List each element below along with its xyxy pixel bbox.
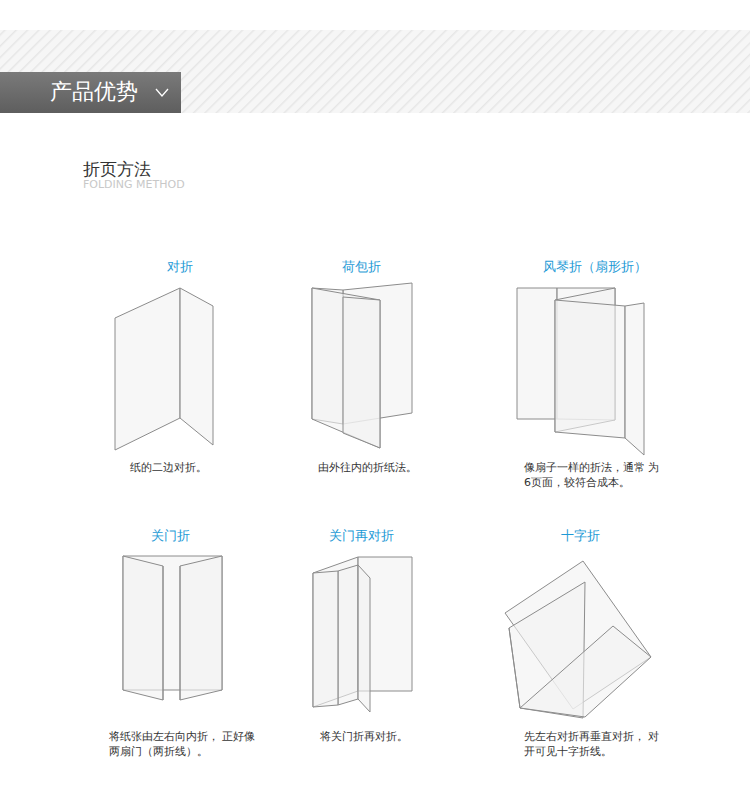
chevron [156, 89, 168, 96]
method-description: 像扇子一样的折法，通常 为6页面，较符合成本。 [524, 461, 664, 491]
method-title: 风琴折（扇形折） [543, 258, 647, 276]
method-description: 将关门折再对折。 [320, 730, 408, 745]
heading-tab [0, 72, 181, 113]
striped-band [0, 30, 750, 113]
section-subheading: FOLDING METHOD [83, 178, 185, 193]
method-title: 关门折 [151, 527, 190, 545]
method-description: 将纸张由左右向内折， 正好像两扇门（两折线）。 [109, 730, 259, 760]
letter-fold-figure [312, 283, 412, 448]
method-title: 关门再对折 [329, 527, 394, 545]
gate-fold-figure [123, 556, 222, 700]
method-description: 由外往内的折纸法。 [318, 461, 417, 476]
section-heading: 折页方法 [83, 158, 151, 181]
method-title: 对折 [167, 258, 193, 276]
half-fold-figure [115, 288, 213, 450]
method-description: 先左右对折再垂直对折， 对开可见十字折线。 [524, 730, 664, 760]
page-heading: 产品优势 [50, 77, 138, 107]
cross-fold-figure [505, 561, 651, 718]
accordion-fold-figure [517, 288, 644, 455]
method-title: 十字折 [561, 527, 600, 545]
double-gate-fold-figure [313, 557, 412, 712]
method-description: 纸的二边对折。 [130, 461, 207, 476]
method-title: 荷包折 [342, 258, 381, 276]
